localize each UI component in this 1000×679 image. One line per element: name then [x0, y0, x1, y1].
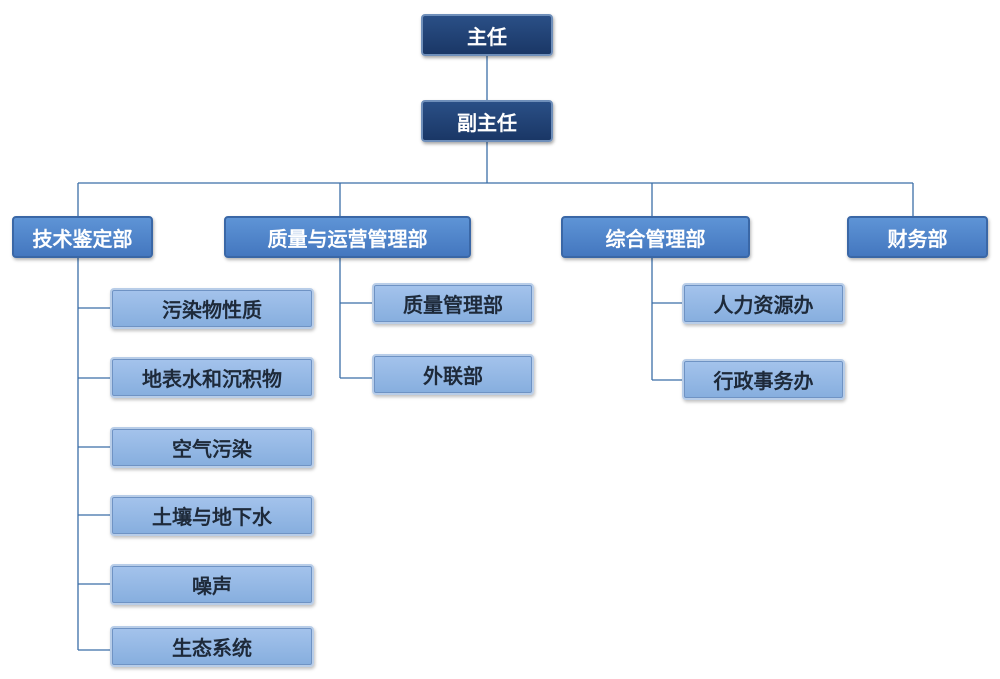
unit-human-resources[interactable]: 人力资源办 [682, 283, 845, 324]
unit-label: 噪声 [192, 574, 232, 598]
unit-air-pollution[interactable]: 空气污染 [110, 427, 314, 468]
unit-label: 污染物性质 [162, 298, 262, 322]
director-label: 主任 [467, 24, 507, 49]
department-finance[interactable]: 财务部 [847, 216, 988, 258]
unit-noise[interactable]: 噪声 [110, 564, 314, 605]
unit-external-relations[interactable]: 外联部 [372, 354, 534, 395]
unit-pollutant-properties[interactable]: 污染物性质 [110, 288, 314, 329]
deputy-director-label: 副主任 [457, 110, 517, 135]
unit-label: 地表水和沉积物 [142, 367, 282, 391]
department-quality-operations[interactable]: 质量与运营管理部 [224, 216, 471, 258]
deputy-director-box[interactable]: 副主任 [421, 100, 553, 142]
department-general-management[interactable]: 综合管理部 [561, 216, 750, 258]
unit-surface-water-sediment[interactable]: 地表水和沉积物 [110, 357, 314, 398]
director-box[interactable]: 主任 [421, 14, 553, 56]
department-label: 技术鉴定部 [32, 226, 133, 251]
department-label: 财务部 [887, 226, 948, 251]
unit-label: 外联部 [423, 364, 483, 388]
unit-label: 空气污染 [172, 437, 252, 461]
department-technical-appraisal[interactable]: 技术鉴定部 [12, 216, 153, 258]
unit-administrative-affairs[interactable]: 行政事务办 [682, 359, 845, 400]
unit-label: 生态系统 [172, 636, 252, 660]
unit-label: 行政事务办 [713, 369, 814, 393]
unit-ecosystem[interactable]: 生态系统 [110, 626, 314, 667]
department-label: 综合管理部 [605, 226, 706, 251]
unit-label: 人力资源办 [713, 293, 814, 317]
unit-soil-groundwater[interactable]: 土壤与地下水 [110, 495, 314, 536]
department-label: 质量与运营管理部 [267, 226, 428, 251]
unit-label: 质量管理部 [403, 293, 503, 317]
unit-quality-management[interactable]: 质量管理部 [372, 283, 534, 324]
unit-label: 土壤与地下水 [152, 505, 272, 529]
